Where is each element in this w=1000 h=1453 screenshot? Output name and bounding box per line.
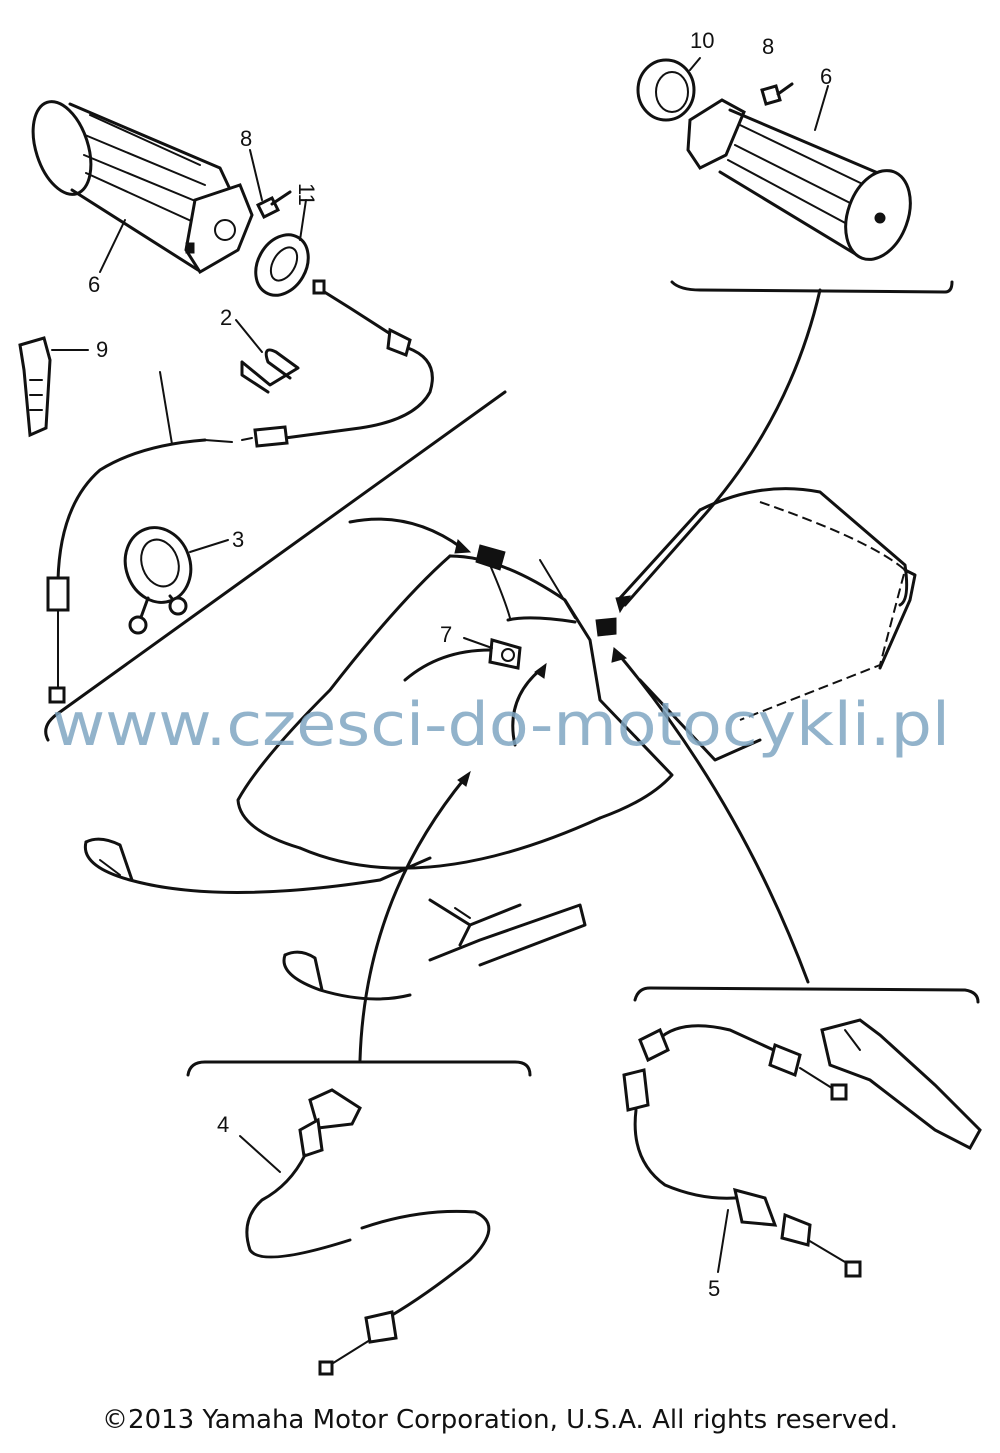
- lower-right-section-divider: [633, 986, 980, 1004]
- callout-labels: 2 3 4 5 6 6 7 8 8 9 10 11: [88, 28, 832, 1301]
- callout-6-right: 6: [820, 64, 832, 89]
- hook-clip: [240, 348, 300, 394]
- collar-ring: [254, 233, 310, 297]
- copyright-notice: ©2013 Yamaha Motor Corporation, U.S.A. A…: [102, 1405, 898, 1435]
- callout-2: 2: [220, 305, 232, 330]
- grip-end-cap: [636, 58, 696, 122]
- lower-left-section-divider: [186, 1060, 532, 1077]
- callout-9: 9: [96, 337, 108, 362]
- right-handlebar-grip: [686, 98, 912, 261]
- callout-4: 4: [217, 1112, 229, 1137]
- left-section-divider: [44, 390, 507, 742]
- callout-6-left: 6: [88, 272, 100, 297]
- callout-11: 11: [294, 183, 319, 206]
- callout-10: 10: [690, 28, 714, 53]
- callout-5: 5: [708, 1276, 720, 1301]
- callout-8-left: 8: [240, 126, 252, 151]
- watermark-text: www.czesci-do-motocykli.pl: [52, 690, 950, 760]
- callout-8-right: 8: [762, 34, 774, 59]
- brake-lever-assembly: [622, 1018, 982, 1278]
- callout-leaders: [51, 57, 829, 1273]
- left-grip-screw: [255, 190, 292, 220]
- right-section-divider: [670, 280, 954, 294]
- left-handlebar-grip: [31, 100, 254, 275]
- snowmobile-outline: [83, 487, 917, 1001]
- right-grip-screw: [760, 82, 794, 106]
- callout-3: 3: [232, 527, 244, 552]
- cable-clamp: [123, 526, 193, 635]
- callout-7: 7: [440, 622, 452, 647]
- leader-arrows: [348, 288, 822, 1062]
- throttle-cable: [46, 279, 434, 704]
- ignition-key: [18, 336, 52, 438]
- choke-cable: [245, 1088, 491, 1376]
